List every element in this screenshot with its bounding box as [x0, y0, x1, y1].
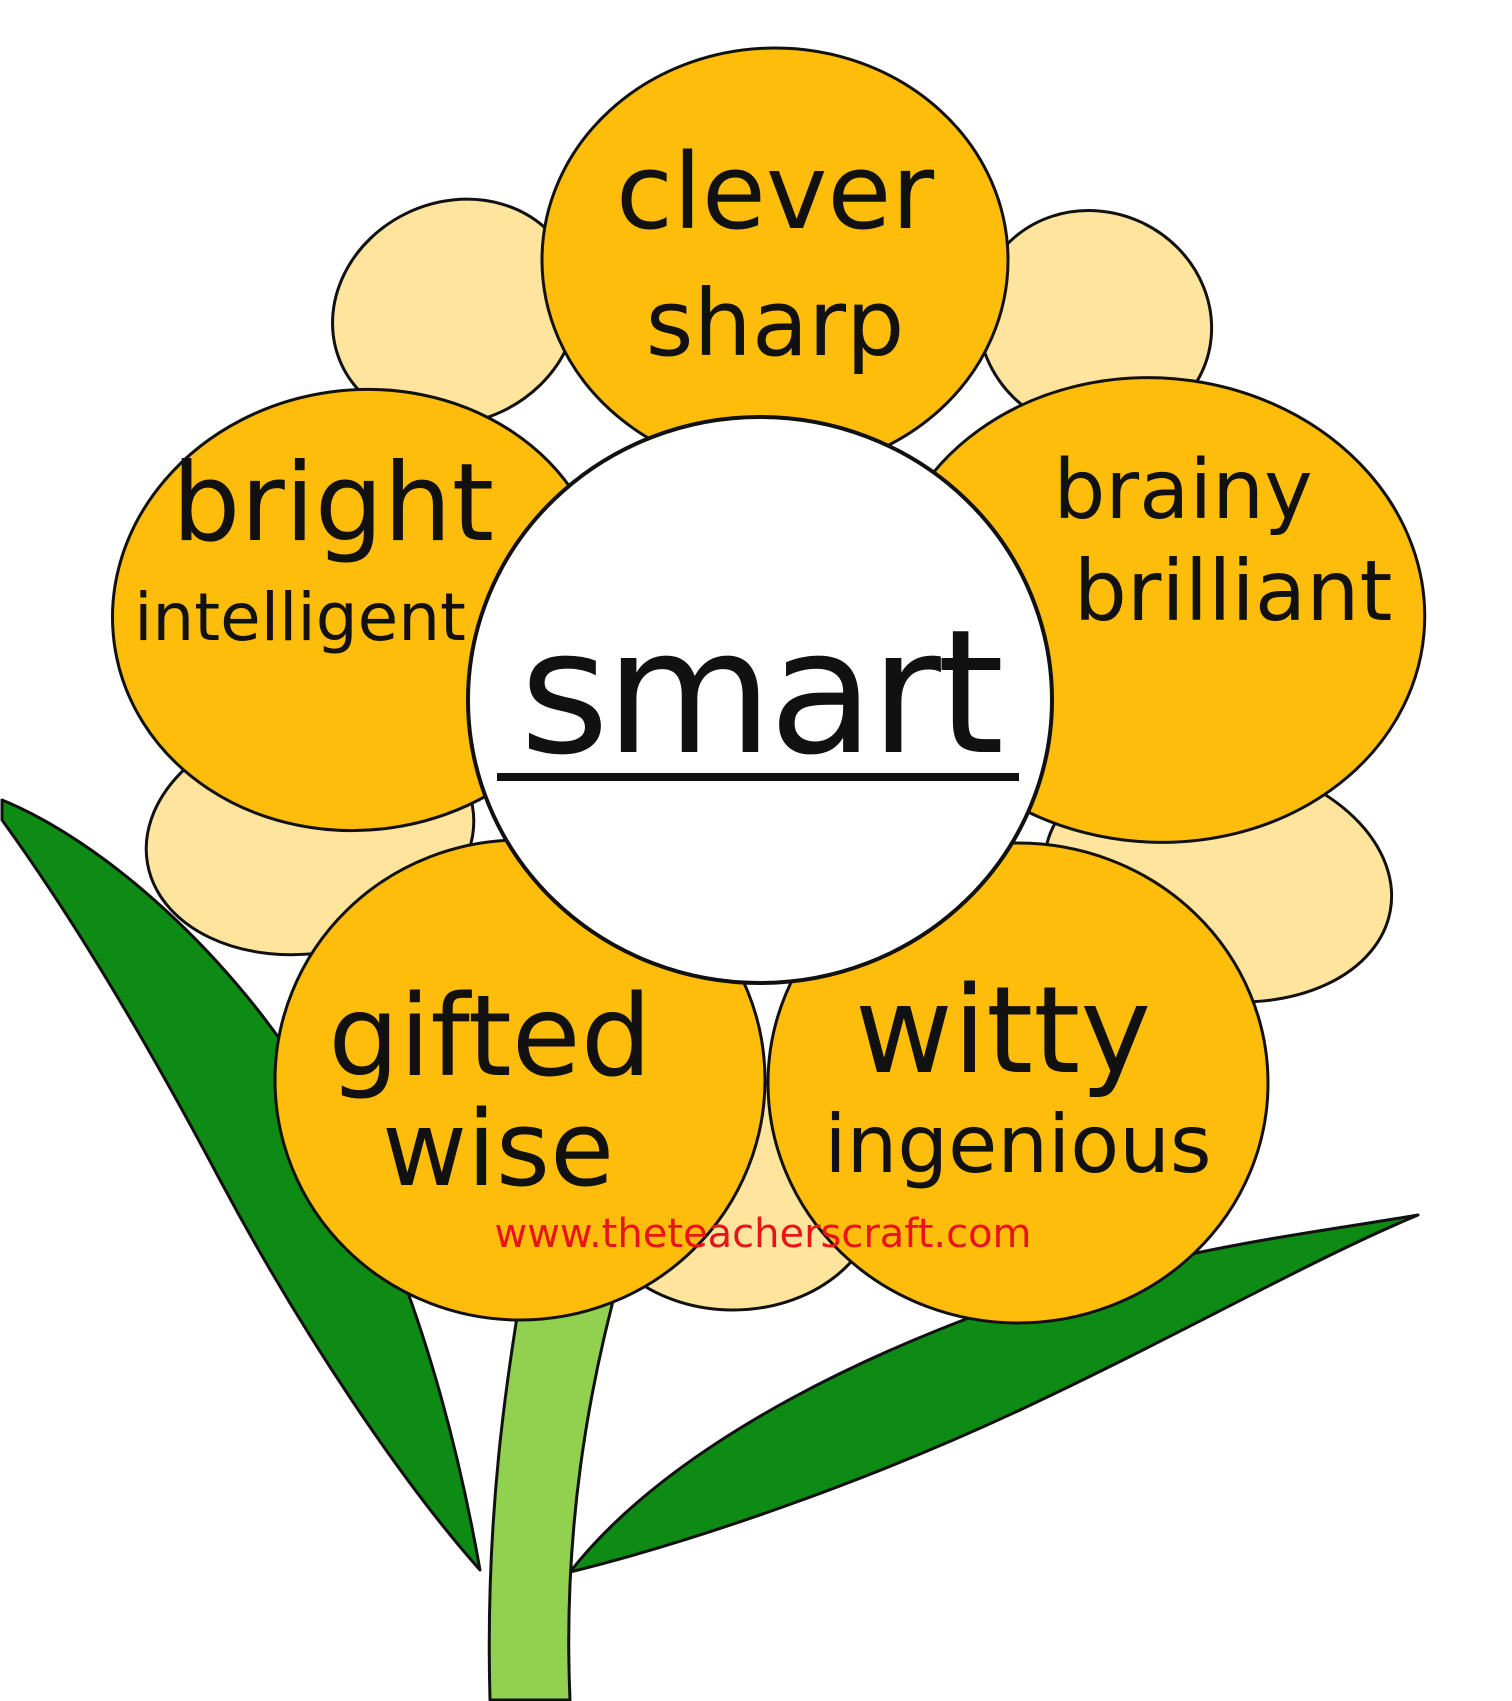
petal-lower-left-word-1: gifted: [328, 972, 652, 1102]
petal-upper-right-word-1: brainy: [1053, 443, 1312, 538]
petal-top-word-1: clever: [616, 131, 935, 253]
center-word-underline: [497, 773, 1019, 781]
petal-lower-right-word-1: witty: [855, 962, 1152, 1101]
center-word: smart: [520, 592, 1001, 793]
petal-upper-left-word-2: intelligent: [134, 579, 466, 656]
petal-lower-right-word-2: ingenious: [824, 1098, 1211, 1191]
petal-upper-left-word-1: bright: [172, 441, 494, 566]
petal-upper-right-word-2: brilliant: [1074, 542, 1393, 640]
petal-top: [542, 48, 1008, 472]
petal-lower-left-word-2: wise: [382, 1088, 614, 1210]
watermark-url: www.theteacherscraft.com: [494, 1211, 1031, 1257]
petal-top-word-2: sharp: [646, 270, 905, 377]
